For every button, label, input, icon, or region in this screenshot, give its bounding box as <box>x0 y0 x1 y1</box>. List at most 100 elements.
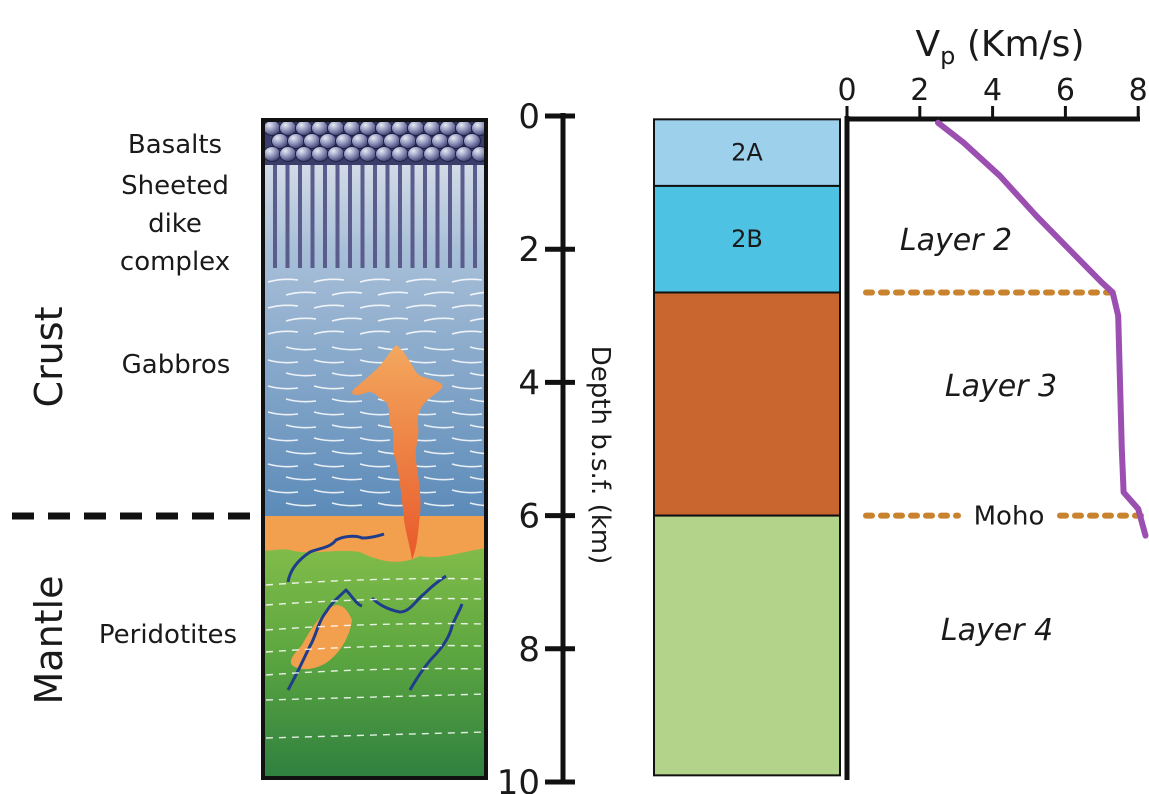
foliation-stroke <box>451 437 483 442</box>
pillow-basalt <box>455 146 473 162</box>
foliation-stroke <box>285 398 317 403</box>
geologic-column <box>263 120 486 778</box>
pillow-basalt <box>407 146 425 162</box>
magma-plume <box>352 345 443 560</box>
foliation-stroke <box>359 437 391 442</box>
foliation-stroke <box>377 291 409 296</box>
foliation-stroke <box>313 411 345 416</box>
foliation-stroke <box>359 304 391 309</box>
vp-tick-label: 8 <box>1129 73 1148 108</box>
foliation-stroke <box>331 372 363 377</box>
foliation-stroke <box>423 476 455 481</box>
foliation-stroke <box>285 502 317 507</box>
pillow-basalt <box>359 146 377 162</box>
foliation-stroke <box>405 330 437 335</box>
foliation-stroke <box>331 502 363 507</box>
layer-2-label: Layer 2 <box>900 223 1012 258</box>
foliation-stroke <box>285 450 317 455</box>
foliation-stroke <box>451 411 483 416</box>
mantle-foliation-dash <box>265 597 486 606</box>
foliation-stroke <box>313 330 345 335</box>
mantle-veins <box>286 532 464 691</box>
foliation-stroke <box>313 489 345 494</box>
foliation-stroke <box>331 346 363 351</box>
foliation-stroke <box>423 317 455 322</box>
mantle-foliation-dash <box>265 644 486 653</box>
vp-axis-title: Vp (Km/s) <box>916 24 1085 70</box>
foliation-stroke <box>359 411 391 416</box>
layer-3-label: Layer 3 <box>945 369 1057 404</box>
foliation-stroke <box>331 398 363 403</box>
foliation-stroke <box>451 278 483 283</box>
label-mantle: Mantle <box>27 576 71 705</box>
pillow-basalt <box>263 146 281 162</box>
foliation-stroke <box>377 317 409 322</box>
foliation-stroke <box>331 450 363 455</box>
foliation-stroke <box>359 489 391 494</box>
foliation-stroke <box>451 359 483 364</box>
moho-label: Moho <box>974 502 1045 532</box>
foliation-stroke <box>267 304 299 309</box>
foliation-stroke <box>313 304 345 309</box>
foliation-stroke <box>285 317 317 322</box>
mantle-foliation-dash <box>265 577 486 586</box>
foliation-stroke <box>267 437 299 442</box>
vp-curve <box>935 119 1149 539</box>
pillow-basalt <box>471 146 486 162</box>
foliation-stroke <box>423 372 455 377</box>
layer-block <box>653 291 841 517</box>
foliation-stroke <box>313 278 345 283</box>
depth-tick-label: 6 <box>518 497 540 537</box>
foliation-stroke <box>285 372 317 377</box>
depth-tick-label: 4 <box>518 363 540 403</box>
layer-block-label: 2B <box>731 225 763 253</box>
layer-block <box>653 118 841 187</box>
foliation-stroke <box>451 330 483 335</box>
mantle-foliation-dash <box>265 667 486 676</box>
foliation-stroke <box>359 330 391 335</box>
mantle-dashes <box>265 577 486 739</box>
foliation-stroke <box>451 489 483 494</box>
pillow-basalt <box>463 133 481 149</box>
pillow-basalt <box>439 146 457 162</box>
dike-lines <box>273 160 477 268</box>
layer-block <box>653 184 841 294</box>
foliation-stroke <box>359 278 391 283</box>
foliation-stroke <box>313 463 345 468</box>
foliation-stroke <box>359 463 391 468</box>
depth-tick-label: 10 <box>497 763 540 794</box>
foliation-stroke <box>267 463 299 468</box>
vp-tick-label: 2 <box>910 73 929 108</box>
foliation-stroke <box>267 411 299 416</box>
foliation-stroke <box>423 502 455 507</box>
depth-tick-label: 8 <box>518 630 540 670</box>
foliation-stroke <box>331 291 363 296</box>
pillow-basalt <box>423 146 441 162</box>
pillow-basalts <box>263 120 486 165</box>
foliation-stroke <box>285 346 317 351</box>
depth-tick-label: 0 <box>518 97 540 137</box>
pillow-basalt <box>311 146 329 162</box>
foliation-stroke <box>331 317 363 322</box>
layer-4-label: Layer 4 <box>941 613 1053 648</box>
foliation-stroke <box>423 424 455 429</box>
label-sheeted-dike-3: complex <box>120 247 230 277</box>
foliation-stroke <box>313 385 345 390</box>
vp-tick-label: 6 <box>1056 73 1075 108</box>
vp-tick-label: 0 <box>837 73 856 108</box>
foliation-stroke <box>313 359 345 364</box>
pillow-basalt <box>279 146 297 162</box>
label-crust: Crust <box>27 307 71 408</box>
pillow-basalt <box>343 146 361 162</box>
label-peridotites: Peridotites <box>99 620 237 650</box>
mantle-foliation-dash <box>265 731 486 739</box>
layer-block <box>653 514 841 777</box>
foliation-stroke <box>267 330 299 335</box>
label-sheeted-dike-2: dike <box>148 209 202 239</box>
pillow-basalt <box>295 146 313 162</box>
pillow-basalt <box>375 146 393 162</box>
foliation-stroke <box>267 385 299 390</box>
